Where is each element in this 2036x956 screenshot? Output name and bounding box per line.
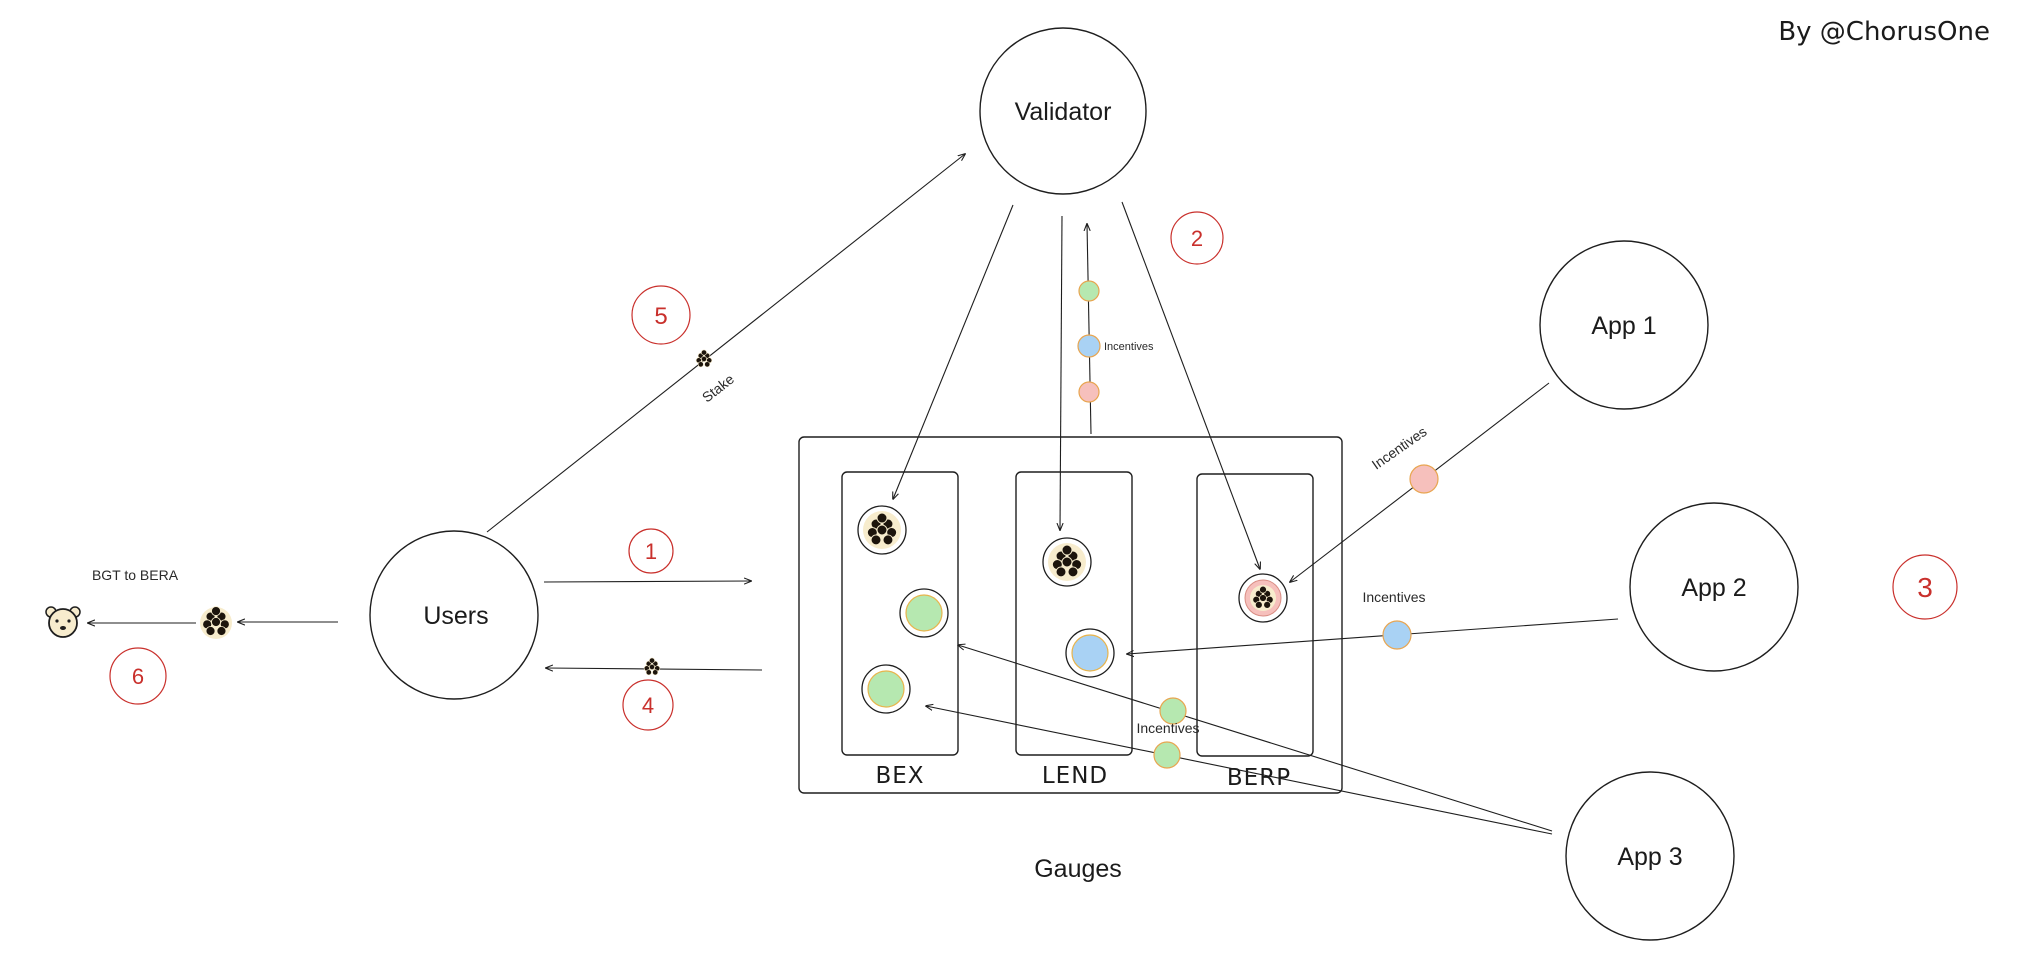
convert-bgt-token bbox=[200, 606, 232, 639]
gauge-label-berp: BERP bbox=[1227, 765, 1291, 791]
flow-arrows bbox=[88, 154, 1619, 835]
app3-label: App 3 bbox=[1617, 843, 1682, 871]
step-number-6: 6 bbox=[132, 664, 144, 689]
bex-incentive-token-upper bbox=[899, 588, 949, 638]
stake-bgt-token bbox=[695, 349, 713, 368]
step-number-5: 5 bbox=[654, 303, 667, 330]
lend-bgt-token bbox=[1042, 537, 1092, 587]
step-marker-4: 4 bbox=[622, 679, 674, 731]
incentives-label-validator: Incentives bbox=[1104, 341, 1154, 353]
gauge-label-lend: LEND bbox=[1042, 763, 1108, 789]
incentive-dot-green-app3-lower bbox=[1153, 741, 1181, 769]
incentive-dot-pink-validator bbox=[1078, 381, 1100, 403]
lend-incentive-token bbox=[1065, 628, 1115, 678]
bex-bgt-token bbox=[857, 505, 907, 555]
gauge-column-berp bbox=[1196, 473, 1314, 757]
incentive-dot-blue-validator bbox=[1077, 334, 1101, 358]
arrow-app3-to-bex-upper bbox=[958, 645, 1553, 832]
step-marker-2: 2 bbox=[1170, 211, 1224, 265]
gauges-title: Gauges bbox=[1034, 855, 1122, 883]
users-label: Users bbox=[423, 602, 488, 630]
users-node: Users bbox=[369, 530, 539, 700]
app2-node: App 2 bbox=[1629, 502, 1799, 672]
step-marker-6: 6 bbox=[109, 647, 167, 705]
arrow-app3-to-bex-lower bbox=[926, 706, 1553, 835]
arrow-app2-to-lend bbox=[1127, 618, 1619, 654]
step-marker-3: 3 bbox=[1892, 554, 1958, 620]
incentive-dot-green-app3-upper bbox=[1159, 697, 1187, 725]
gauge-column-bex bbox=[841, 471, 959, 756]
validator-node: Validator bbox=[979, 27, 1147, 195]
gauge-column-lend bbox=[1015, 471, 1133, 756]
step-number-2: 2 bbox=[1191, 226, 1203, 251]
incentive-dot-green-validator bbox=[1078, 280, 1100, 302]
app3-node: App 3 bbox=[1565, 771, 1735, 941]
step-marker-1: 1 bbox=[628, 528, 674, 574]
app2-label: App 2 bbox=[1681, 574, 1746, 602]
step-number-4: 4 bbox=[642, 693, 654, 718]
app1-label: App 1 bbox=[1591, 312, 1656, 340]
gauge-label-bex: BEX bbox=[875, 763, 924, 789]
incentive-dot-pink-app1 bbox=[1409, 464, 1439, 494]
stake-label: Stake bbox=[699, 371, 737, 406]
step-marker-5: 5 bbox=[631, 285, 691, 345]
credit-text: By @ChorusOne bbox=[1778, 17, 1990, 47]
step-number-1: 1 bbox=[645, 539, 657, 564]
bera-bear-icon bbox=[45, 606, 81, 638]
arrow-stake-to-validator bbox=[486, 154, 965, 533]
gauges-box: BEX LEND BERP Gauges bbox=[798, 436, 1343, 883]
arrow-validator-to-lend bbox=[1060, 215, 1062, 530]
bgt-to-bera-label: BGT to BERA bbox=[92, 567, 179, 583]
incentive-dot-blue-app2 bbox=[1382, 620, 1412, 650]
arrow-users-to-gauges bbox=[543, 581, 751, 582]
berp-bgt-token bbox=[1238, 573, 1288, 623]
step-number-3: 3 bbox=[1917, 572, 1933, 603]
arrow-validator-to-berp bbox=[1121, 201, 1260, 569]
reward-bgt-token bbox=[643, 657, 661, 676]
incentives-label-app3: Incentives bbox=[1136, 720, 1199, 736]
validator-label: Validator bbox=[1015, 98, 1112, 126]
app1-node: App 1 bbox=[1539, 240, 1709, 410]
arrow-validator-to-bex bbox=[893, 204, 1014, 499]
incentives-label-app2: Incentives bbox=[1362, 589, 1425, 605]
bex-incentive-token-lower bbox=[861, 664, 911, 714]
